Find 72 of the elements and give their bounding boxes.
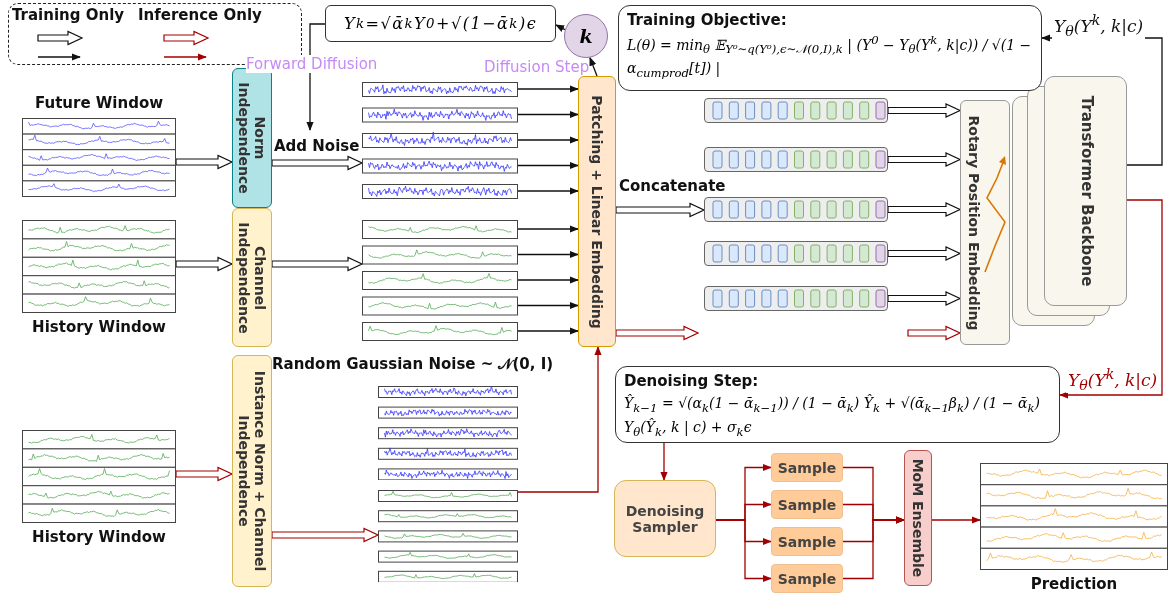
block-label: Transformer Backbone xyxy=(1076,94,1095,289)
arrow xyxy=(1059,199,1163,399)
hollow-arrow xyxy=(887,202,962,217)
arrow xyxy=(517,110,579,119)
preprocessing-block xyxy=(232,355,272,587)
hollow-arrow xyxy=(887,103,962,118)
legend-label: Training Only xyxy=(12,6,125,24)
hollow-arrow xyxy=(175,154,234,170)
formula-text: L(θ) = min$_{θ}$ 𝔼$_{Y⁰∼q(Y⁰),ϵ∼𝒩(0,I),k}$ | (Y$^{0}$ − Y$_{θ}$(Y$^{k}$, k|c)) / √(1 − α$_{cumprod}$[t]) | xyxy=(627,32,1033,83)
transformer-card xyxy=(1044,76,1127,306)
hollow-arrow xyxy=(271,527,380,543)
hollow-arrow xyxy=(271,256,364,272)
formula-panel xyxy=(615,366,1060,443)
token-row xyxy=(704,241,888,266)
annotation-text: Diffusion Step xyxy=(484,58,590,76)
block-label: Instance Norm + Channel Independence xyxy=(235,369,269,574)
legend-label: Inference Only xyxy=(138,6,262,24)
chart-title: History Window xyxy=(31,318,167,336)
token-row xyxy=(704,197,888,222)
hollow-arrow xyxy=(175,466,234,482)
arrow xyxy=(589,56,598,77)
chart-title: Prediction xyxy=(1029,575,1119,593)
arrow xyxy=(517,161,579,170)
annotation-text: Forward Diffusion xyxy=(246,55,378,73)
arrow xyxy=(517,85,579,93)
hollow-arrow xyxy=(887,246,962,261)
preprocessing-block xyxy=(232,208,272,347)
arrow xyxy=(517,327,579,335)
hollow-arrow xyxy=(887,152,962,167)
step-circle: k xyxy=(564,14,608,58)
arrow xyxy=(517,301,579,310)
hollow-arrow xyxy=(175,256,234,272)
formula-text: Ŷ$_{k−1}$ = √(α$_{k}$(1 − ᾱ$_{k−1}$)) / (1 − ᾱ$_{k}$) Ŷ$_{k}$ + √(ᾱ$_{k−1}$β$_{k}$) / (1 − ᾱ$_{k}$) Y$_{θ}$(Ŷ$_{k}$, k | c) + σ$_{k}$ϵ xyxy=(624,393,1042,441)
panel-title: Training Objective: xyxy=(627,11,787,29)
edge-label: Y$_{θ}$(Y$^{k}$, k|c) xyxy=(1052,12,1146,40)
sampler-block: Denoising Sampler xyxy=(614,480,716,557)
arrow xyxy=(660,442,668,481)
arrow xyxy=(517,225,579,233)
hollow-arrow xyxy=(907,325,962,341)
block-label: Norm Independence xyxy=(235,81,269,196)
hollow-arrow xyxy=(271,155,364,171)
block-label: Channel Independence xyxy=(235,220,269,336)
block-label: MoM Ensemble xyxy=(909,457,927,580)
chart-title: Future Window xyxy=(33,94,165,112)
arrow xyxy=(842,516,905,580)
token-row xyxy=(704,98,888,123)
block-label: Patching + Linear Embedding xyxy=(588,93,606,331)
chart-title: History Window xyxy=(31,528,167,546)
sample-block: Sample xyxy=(771,564,843,593)
arrow xyxy=(555,24,566,32)
preprocessing-block xyxy=(232,68,272,208)
sample-block: Sample xyxy=(771,527,843,556)
arrow xyxy=(517,250,579,259)
arrow xyxy=(517,136,579,144)
hollow-arrow xyxy=(615,202,706,218)
embedding-panel xyxy=(960,100,1010,345)
hollow-arrow xyxy=(887,291,962,306)
note-text: Random Gaussian Noise ~ 𝒩(0, I) xyxy=(272,355,554,373)
token-row xyxy=(704,286,888,311)
arrow xyxy=(517,346,602,493)
arrow xyxy=(517,276,579,284)
arrow xyxy=(931,516,981,524)
ensemble-block xyxy=(904,450,932,586)
arrow xyxy=(517,187,579,195)
panel-title: Denoising Step: xyxy=(624,372,759,390)
block-label: Rotary Position Embedding xyxy=(965,114,983,332)
formula-panel xyxy=(618,5,1042,91)
sample-block: Sample xyxy=(771,490,843,519)
sample-block: Sample xyxy=(771,453,843,482)
embedding-block xyxy=(578,76,616,347)
token-row xyxy=(704,147,888,172)
hollow-arrow xyxy=(615,325,700,341)
